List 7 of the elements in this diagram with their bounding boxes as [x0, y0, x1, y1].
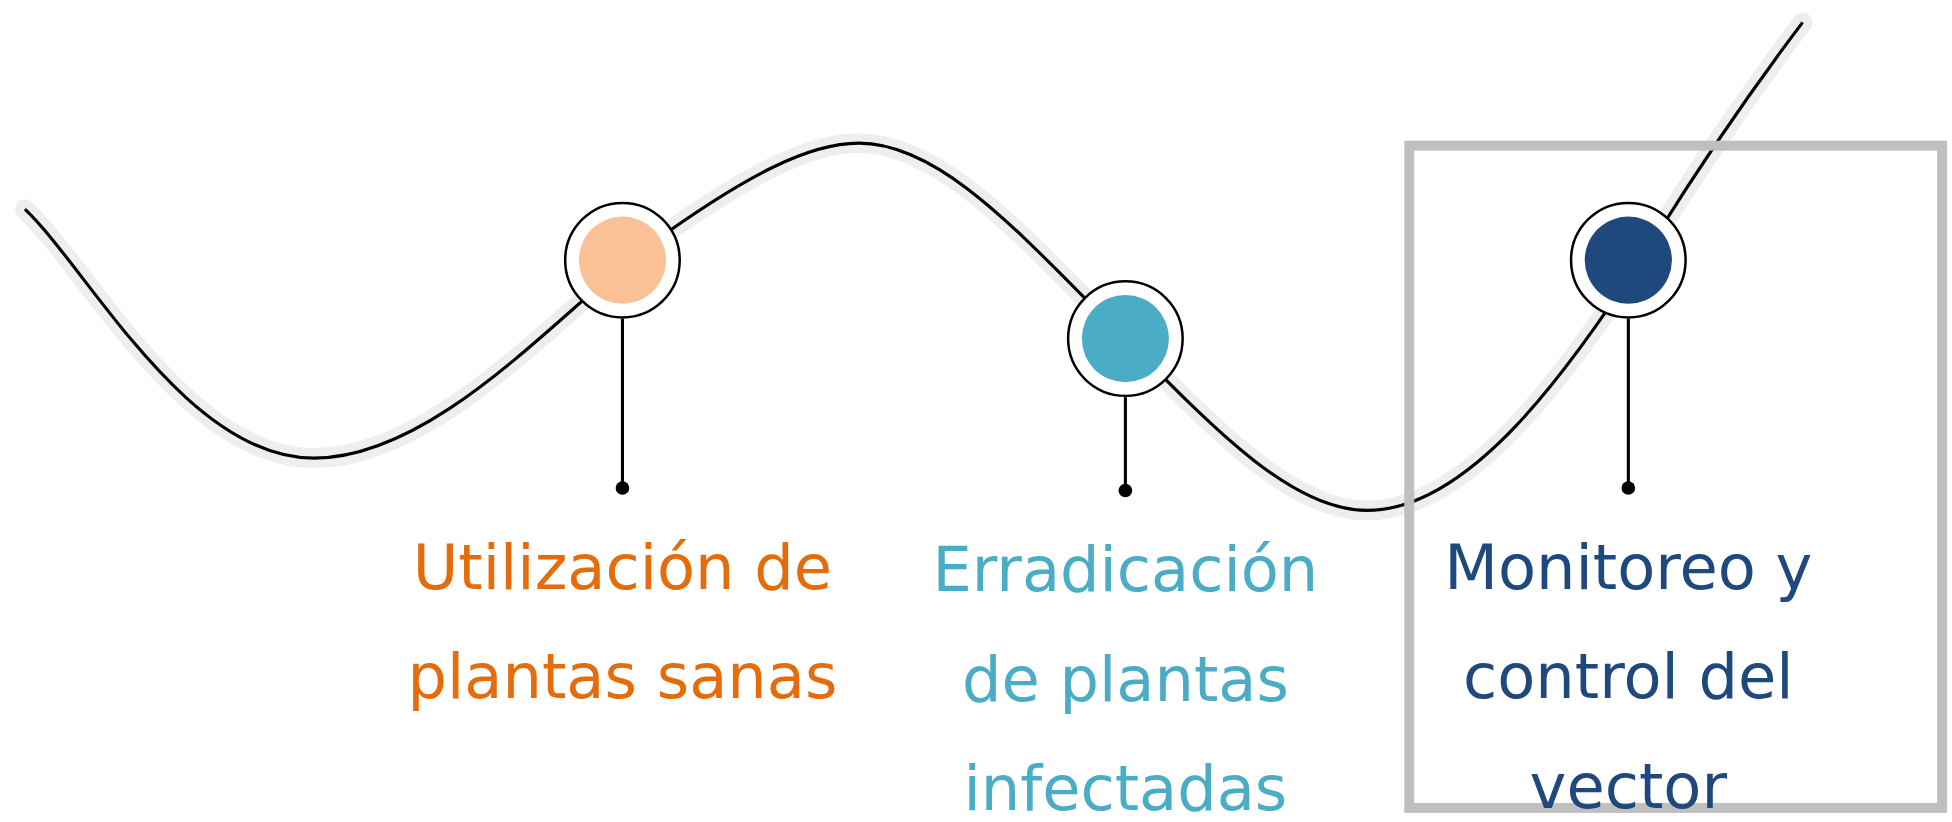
leader-line: [1118, 397, 1133, 498]
step-label: Erradicación de plantas infectadas: [895, 515, 1356, 822]
step-label: Utilización de plantas sanas: [361, 512, 884, 732]
leader-line: [1621, 318, 1636, 495]
step-label: Monitoreo y control del vector: [1419, 512, 1838, 822]
leader-line: [615, 318, 630, 495]
highlight-frame: [1404, 140, 1947, 813]
